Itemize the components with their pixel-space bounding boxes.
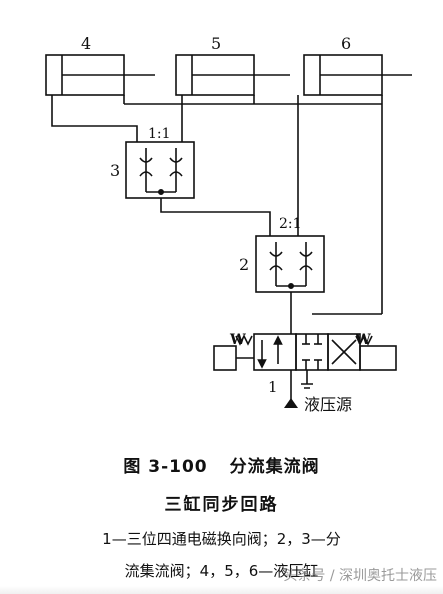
divider-2-label: 2 [239,255,249,274]
source-label: 液压源 [304,395,352,414]
figure-caption: 图 3-100 分流集流阀 [0,452,443,477]
cylinder-4 [45,54,155,96]
valve-label: 1 [268,378,278,396]
cylinder-4-label: 4 [81,34,91,53]
cylinder-6 [303,54,412,96]
cylinder-5-label: 5 [211,34,221,53]
pressure-source-icon [284,398,298,408]
divider-3-label: 3 [110,161,120,180]
rod-side-return-line [123,95,383,315]
flow-divider-2 [255,235,325,293]
watermark-text: 头条号 / 深圳奥托士液压 [283,568,437,584]
figure-subtitle: 三缸同步回路 [164,495,279,515]
divider-3-junction-dot [158,189,165,196]
cylinder-5 [175,54,290,96]
divider-2-junction-dot [287,282,294,289]
flow-divider-3 [125,141,195,199]
figure-legend-line-2: 流集流阀；4，5，6—液压缸 [124,562,319,580]
divider-3-ratio: 1:1 [148,126,171,142]
cylinder-6-label: 6 [341,34,351,53]
tank-symbol [301,370,313,389]
valve-solenoid-left-label: W [229,332,246,348]
figure-title: 分流集流阀 [229,457,320,477]
divider-3-to-2-line [160,198,271,236]
figure-legend-line-1: 1—三位四通电磁换向阀；2，3—分 [102,530,341,548]
directional-valve-1 [213,333,397,371]
figure-number: 图 3-100 [123,457,208,477]
divider-2-ratio: 2:1 [279,216,302,232]
valve-solenoid-right-label: W [354,332,371,348]
cap-side-feed-lines [51,95,299,236]
bottom-edge-band [0,586,443,594]
